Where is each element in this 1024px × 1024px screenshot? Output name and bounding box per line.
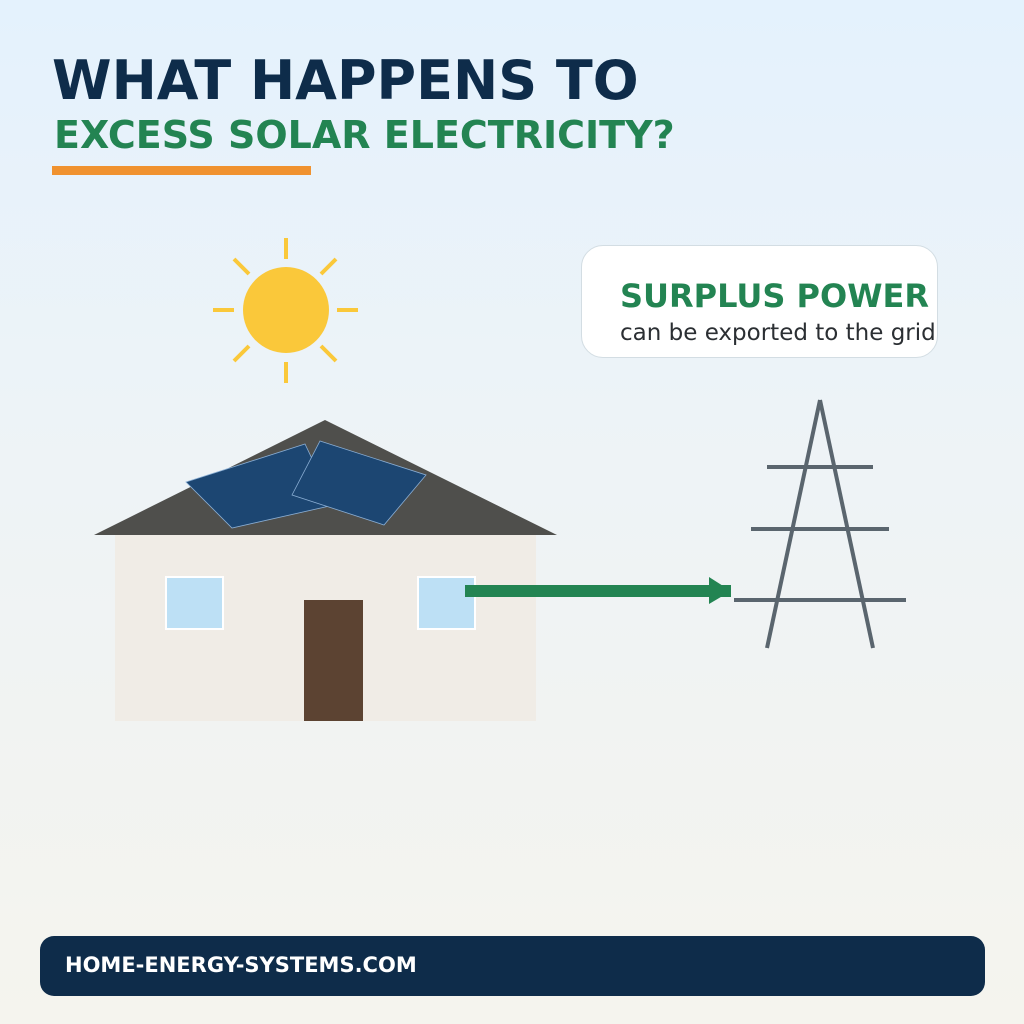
sun-icon <box>213 238 358 383</box>
solar-panel-icon <box>185 440 427 529</box>
power-pylon-icon <box>734 399 906 649</box>
page-title: WHAT HAPPENS TO <box>52 49 639 112</box>
surplus-power-callout: SURPLUS POWER can be exported to the gri… <box>581 245 938 358</box>
callout-title: SURPLUS POWER <box>620 277 929 315</box>
door <box>304 600 363 721</box>
page-subtitle: EXCESS SOLAR ELECTRICITY? <box>54 113 675 157</box>
export-arrow-icon <box>465 577 731 604</box>
callout-subtitle: can be exported to the grid <box>620 320 936 346</box>
window-right <box>417 576 476 630</box>
footer-site-label: HOME-ENERGY-SYSTEMS.COM <box>65 953 417 977</box>
house-icon <box>94 420 557 721</box>
footer-bar: HOME-ENERGY-SYSTEMS.COM <box>40 936 985 996</box>
window-left <box>165 576 224 630</box>
title-underline <box>52 166 311 175</box>
